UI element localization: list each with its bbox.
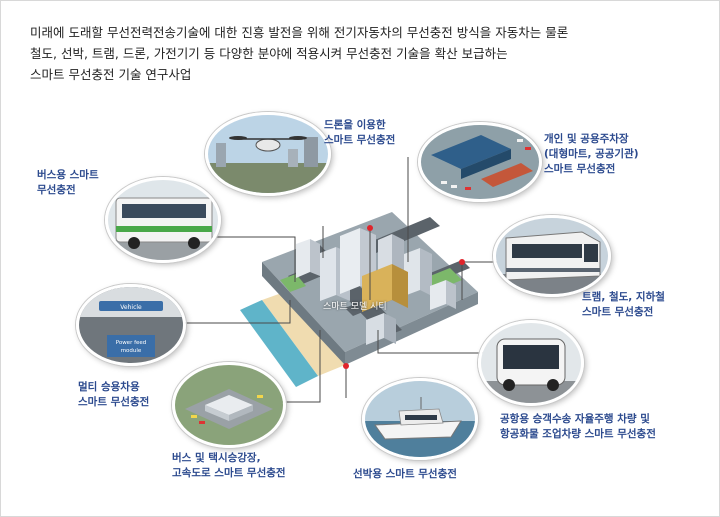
airport-vehicle-image (478, 320, 584, 406)
intro-line-2: 철도, 선박, 트램, 드론, 가전기기 등 다양한 분야에 적용시켜 무선충전… (30, 46, 508, 61)
drone-label: 드론을 이용한 스마트 무선충전 (324, 119, 396, 146)
airport-vehicle-label: 공항용 승객수송 자율주행 차량 및 항공화물 조업차량 스마트 무선충전 (500, 413, 656, 440)
intro-line-1: 미래에 도래할 무선전력전송기술에 대한 진흥 발전을 위해 전기자동차의 무선… (30, 25, 569, 40)
terminal-charging-image (172, 362, 286, 448)
drone-charging-image (205, 112, 331, 196)
bus-charging-image (105, 177, 221, 263)
center-city-label: 스마트 모델 시티 (323, 302, 387, 312)
ship-label: 선박용 스마트 무선충전 (353, 468, 457, 480)
parking-lot-charging-image (418, 122, 542, 202)
intro-line-3: 스마트 무선충전 기술 연구사업 (30, 67, 192, 82)
vehicle-text: Vehicle (120, 304, 142, 311)
bus-label: 버스용 스마트 무선충전 (37, 169, 99, 196)
intro-text: 미래에 도래할 무선전력전송기술에 대한 진흥 발전을 위해 전기자동차의 무선… (30, 22, 690, 85)
tram-label: 트램, 철도, 지하철 스마트 무선충전 (582, 291, 665, 318)
terminal-label: 버스 및 택시승강장, 고속도로 스마트 무선충전 (172, 452, 286, 479)
multi-car-module-image: Vehicle Power feed module (76, 284, 186, 366)
parking-label: 개인 및 공용주차장 (대형마트, 공공기관) 스마트 무선충전 (544, 133, 639, 175)
tram-charging-image (493, 215, 611, 297)
module-text: module (121, 348, 142, 354)
power-feed-text: Power feed (116, 340, 147, 346)
multi-car-label: 멀티 승용차용 스마트 무선충전 (78, 381, 150, 408)
ship-charging-image (362, 378, 478, 460)
